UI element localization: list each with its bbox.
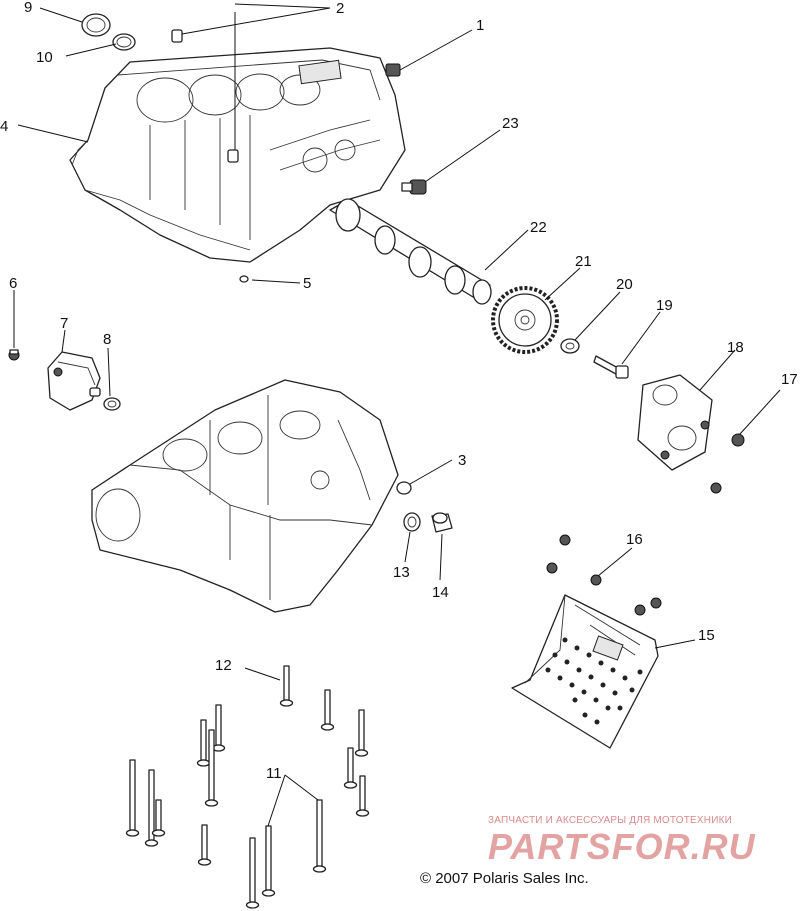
callout-labels: 1 2 3 4 5 6 7 8 9 10 11 12 13 14 15 16 1… <box>0 0 798 782</box>
watermark-logo: PARTSFOR.RU <box>488 826 756 867</box>
oring-3 <box>396 481 412 495</box>
callout-15: 15 <box>698 627 715 644</box>
callout-4: 4 <box>0 118 8 135</box>
callout-11: 11 <box>266 765 282 782</box>
pin-5 <box>239 275 249 283</box>
camshaft <box>329 198 492 305</box>
callout-2: 2 <box>336 0 344 17</box>
drain-plug-14 <box>431 512 453 533</box>
plug-23 <box>401 179 427 195</box>
fitting-1 <box>385 63 401 77</box>
callout-8: 8 <box>103 331 111 348</box>
callout-13: 13 <box>393 564 410 581</box>
oil-pump <box>47 351 101 411</box>
callout-21: 21 <box>575 253 592 270</box>
oring-10 <box>112 33 136 51</box>
callout-20: 20 <box>616 276 633 293</box>
bolt-17 <box>710 433 745 494</box>
washer-13 <box>403 512 421 532</box>
callout-7: 7 <box>60 315 68 332</box>
callout-6: 6 <box>9 275 17 292</box>
seal-9 <box>81 13 111 37</box>
callout-1: 1 <box>476 17 484 34</box>
oring-8 <box>103 397 121 411</box>
bolt-19 <box>593 355 629 379</box>
bolts-16 <box>546 534 662 616</box>
callout-3: 3 <box>458 452 466 469</box>
cam-gear <box>491 286 559 354</box>
cover-plate <box>637 374 713 471</box>
watermark-tagline: ЗАПЧАСТИ И АКСЕССУАРЫ ДЛЯ МОТОТЕХНИКИ <box>488 815 733 826</box>
callout-23: 23 <box>502 115 519 132</box>
callout-5: 5 <box>303 275 311 292</box>
dowel-pin-upper <box>171 29 239 163</box>
callout-19: 19 <box>656 297 673 314</box>
copyright-notice: © 2007 Polaris Sales Inc. <box>420 870 589 887</box>
callout-17: 17 <box>781 371 798 388</box>
bolt-6 <box>8 349 20 361</box>
callout-18: 18 <box>727 339 744 356</box>
callout-14: 14 <box>432 584 449 601</box>
callout-16: 16 <box>626 531 643 548</box>
crankcase-bolts <box>125 665 370 909</box>
washer-20 <box>560 338 580 354</box>
callout-9: 9 <box>24 0 32 16</box>
lower-crankcase <box>91 379 399 613</box>
leader-lines <box>13 3 781 827</box>
skid-plate <box>511 594 659 749</box>
callout-12: 12 <box>215 657 232 674</box>
callout-10: 10 <box>36 49 53 66</box>
callout-22: 22 <box>530 219 547 236</box>
